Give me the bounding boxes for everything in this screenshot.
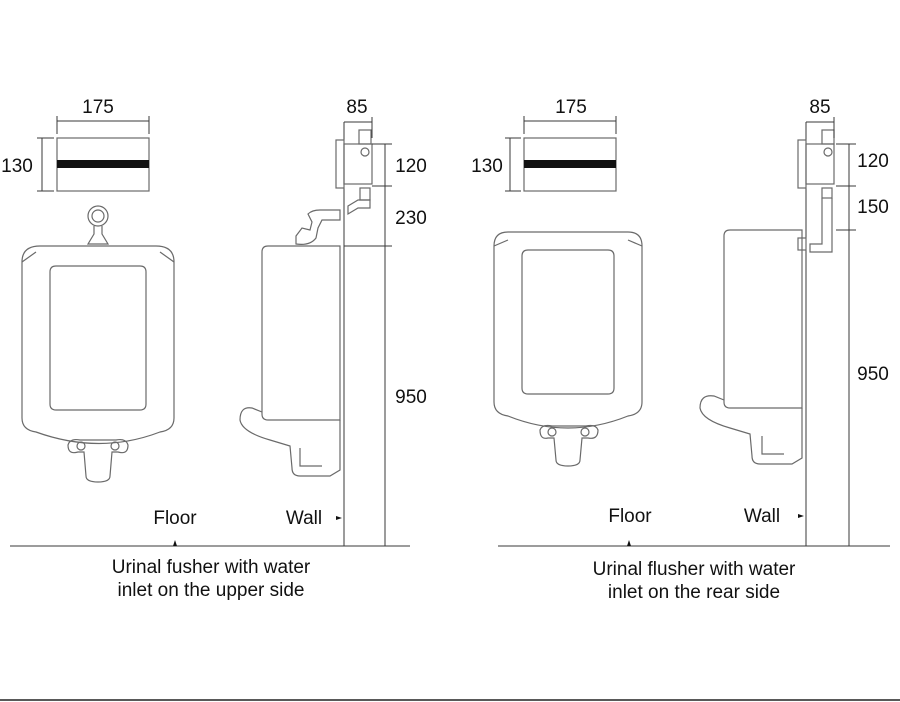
left-wall-arrow	[336, 516, 342, 520]
right-dim-vertical-chain: 120 150 950	[836, 143, 889, 546]
right-dim-130: 130	[471, 156, 503, 177]
right-urinal-front	[493, 231, 643, 467]
left-urinal-side	[239, 209, 341, 477]
left-dim-vertical-chain: 120 230 950	[344, 143, 427, 546]
right-dim-flusher-width: 85	[806, 97, 835, 138]
right-dim-175: 175	[555, 97, 587, 118]
left-caption-line1: Urinal fusher with water	[112, 557, 311, 578]
right-floor-label: Floor	[608, 506, 652, 527]
left-dim-flusher-width: 85	[344, 97, 373, 138]
right-floor-arrow	[627, 540, 631, 546]
left-sensor-stripe	[57, 160, 149, 168]
left-floor-arrow	[173, 540, 177, 546]
left-dim-130: 130	[1, 156, 33, 177]
left-dim-950: 950	[395, 387, 427, 408]
right-dim-150: 150	[857, 197, 889, 218]
right-dim-85: 85	[809, 97, 830, 118]
left-panel: 175 130 Floor Wall	[1, 97, 427, 601]
left-dim-120: 120	[395, 156, 427, 177]
left-dim-sensor-height: 130	[1, 137, 54, 192]
right-dim-120: 120	[857, 151, 889, 172]
right-flush-valve	[797, 129, 835, 253]
right-urinal-side	[699, 229, 807, 465]
right-wall-arrow	[798, 514, 804, 518]
right-sensor-panel	[523, 137, 617, 192]
left-dim-230: 230	[395, 208, 427, 229]
right-wall-label: Wall	[744, 506, 780, 527]
left-flush-valve	[335, 129, 373, 216]
left-dim-175: 175	[82, 97, 114, 118]
right-caption-line2: inlet on the rear side	[608, 582, 780, 603]
left-sensor-panel	[56, 137, 150, 192]
right-caption-line1: Urinal flusher with water	[593, 559, 796, 580]
right-panel: 175 130 Floor Wall	[471, 97, 890, 603]
left-wall-label: Wall	[286, 508, 322, 529]
left-caption-line2: inlet on the upper side	[118, 580, 305, 601]
right-dim-950: 950	[857, 364, 889, 385]
right-dim-sensor-width: 175	[523, 97, 617, 134]
left-dim-85: 85	[346, 97, 367, 118]
right-dim-sensor-height: 130	[471, 137, 521, 192]
left-dim-sensor-width: 175	[56, 97, 150, 134]
right-sensor-stripe	[524, 160, 616, 168]
left-urinal-front	[21, 205, 175, 483]
left-floor-label: Floor	[153, 508, 197, 529]
